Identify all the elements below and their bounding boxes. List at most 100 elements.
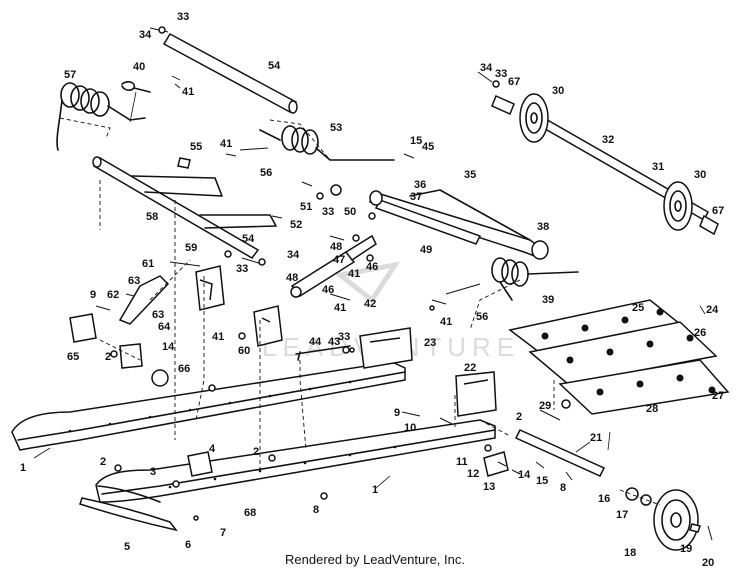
callout-20: 20 — [702, 557, 714, 569]
callout-59: 59 — [185, 242, 197, 254]
callout-26: 26 — [694, 327, 706, 339]
axle-spacer-right — [699, 214, 719, 236]
callout-33: 33 — [177, 11, 189, 23]
callout-2: 2 — [105, 351, 111, 363]
callout-2: 2 — [100, 456, 106, 468]
callout-32: 32 — [602, 134, 614, 146]
callout-54: 54 — [268, 60, 281, 72]
callout-42: 42 — [364, 298, 376, 310]
callout-63: 63 — [152, 309, 164, 321]
callout-6: 6 — [185, 539, 191, 551]
callout-1: 1 — [372, 484, 378, 496]
callout-41: 41 — [334, 302, 346, 314]
adjuster-knob — [151, 369, 169, 387]
callout-57: 57 — [64, 69, 76, 81]
axle-bolt — [689, 523, 701, 533]
callout-67: 67 — [508, 76, 520, 88]
callout-1: 1 — [20, 462, 26, 474]
shock-absorber — [290, 234, 377, 298]
callout-8: 8 — [313, 504, 319, 516]
callout-14: 14 — [162, 341, 175, 353]
callout-13: 13 — [483, 481, 495, 493]
callout-54: 54 — [242, 233, 255, 245]
callout-30: 30 — [694, 169, 706, 181]
hyfax-plate-middle — [528, 321, 718, 385]
front-arm-upper — [131, 175, 223, 197]
callout-22: 22 — [464, 362, 476, 374]
assembly-guide-lines — [59, 117, 661, 506]
callout-34: 34 — [287, 249, 300, 261]
callout-44: 44 — [309, 336, 322, 348]
callout-21: 21 — [590, 432, 602, 444]
callout-11: 11 — [456, 456, 468, 468]
callout-4: 4 — [209, 443, 216, 455]
mid-bracket — [253, 305, 283, 347]
callout-27: 27 — [712, 390, 724, 402]
callout-65: 65 — [67, 351, 79, 363]
callout-2: 2 — [253, 446, 259, 458]
callout-49: 49 — [420, 244, 432, 256]
callout-30: 30 — [552, 85, 564, 97]
rear-arm-assembly — [369, 189, 549, 260]
callout-58: 58 — [146, 211, 158, 223]
front-link — [118, 275, 170, 325]
front-bracket — [195, 265, 225, 311]
hyfax-plate-lower — [558, 359, 730, 415]
callout-34: 34 — [480, 62, 493, 74]
callout-25: 25 — [632, 302, 644, 314]
axle-spacer — [491, 94, 515, 116]
rear-spring-lower — [491, 257, 579, 301]
callout-60: 60 — [238, 345, 250, 357]
upper-cross-shaft — [162, 32, 298, 114]
callout-45: 45 — [422, 141, 434, 153]
footer-credit: Rendered by LeadVenture, Inc. — [285, 552, 465, 567]
front-mount-block-2 — [119, 343, 143, 369]
callout-2: 2 — [516, 411, 522, 423]
callout-61: 61 — [142, 258, 154, 270]
callout-67: 67 — [712, 205, 724, 217]
callout-48: 48 — [286, 272, 298, 284]
callout-18: 18 — [624, 547, 636, 559]
callout-48: 48 — [330, 241, 342, 253]
callout-8: 8 — [560, 482, 566, 494]
callout-50: 50 — [344, 206, 356, 218]
callout-41: 41 — [212, 331, 224, 343]
front-mount-block — [69, 313, 97, 343]
callout-33: 33 — [322, 206, 334, 218]
callout-38: 38 — [537, 221, 549, 233]
callout-52: 52 — [290, 219, 302, 231]
callout-15: 15 — [410, 135, 422, 147]
callout-29: 29 — [539, 400, 551, 412]
rear-bracket — [455, 371, 497, 417]
callout-53: 53 — [330, 122, 342, 134]
callout-23: 23 — [424, 337, 436, 349]
callout-33: 33 — [495, 68, 507, 80]
long-bolt — [295, 345, 351, 361]
callout-64: 64 — [158, 321, 171, 333]
callout-40: 40 — [133, 61, 145, 73]
callout-3: 3 — [150, 466, 156, 478]
callout-56: 56 — [476, 311, 488, 323]
callout-15: 15 — [536, 475, 548, 487]
callout-66: 66 — [178, 363, 190, 375]
callout-7: 7 — [220, 527, 226, 539]
torsion-spring-right — [259, 125, 395, 161]
rear-idler-wheel-left — [519, 93, 549, 143]
callout-24: 24 — [706, 304, 719, 316]
callout-51: 51 — [300, 201, 312, 213]
callout-leaders — [33, 75, 706, 489]
callout-55: 55 — [190, 141, 202, 153]
callout-10: 10 — [404, 422, 416, 434]
wheel-washer — [625, 487, 639, 501]
callout-36: 36 — [414, 179, 426, 191]
callout-31: 31 — [652, 161, 664, 173]
callout-numbers: 1 1 2 2 2 2 3 4 5 6 7 8 8 9 9 10 11 12 1… — [20, 11, 724, 569]
torsion-spring-left — [56, 82, 146, 151]
callout-16: 16 — [598, 493, 610, 505]
callout-33: 33 — [236, 263, 248, 275]
callout-14: 14 — [518, 469, 531, 481]
callout-63: 63 — [128, 275, 140, 287]
callout-19: 19 — [680, 543, 692, 555]
callout-17: 17 — [616, 509, 628, 521]
